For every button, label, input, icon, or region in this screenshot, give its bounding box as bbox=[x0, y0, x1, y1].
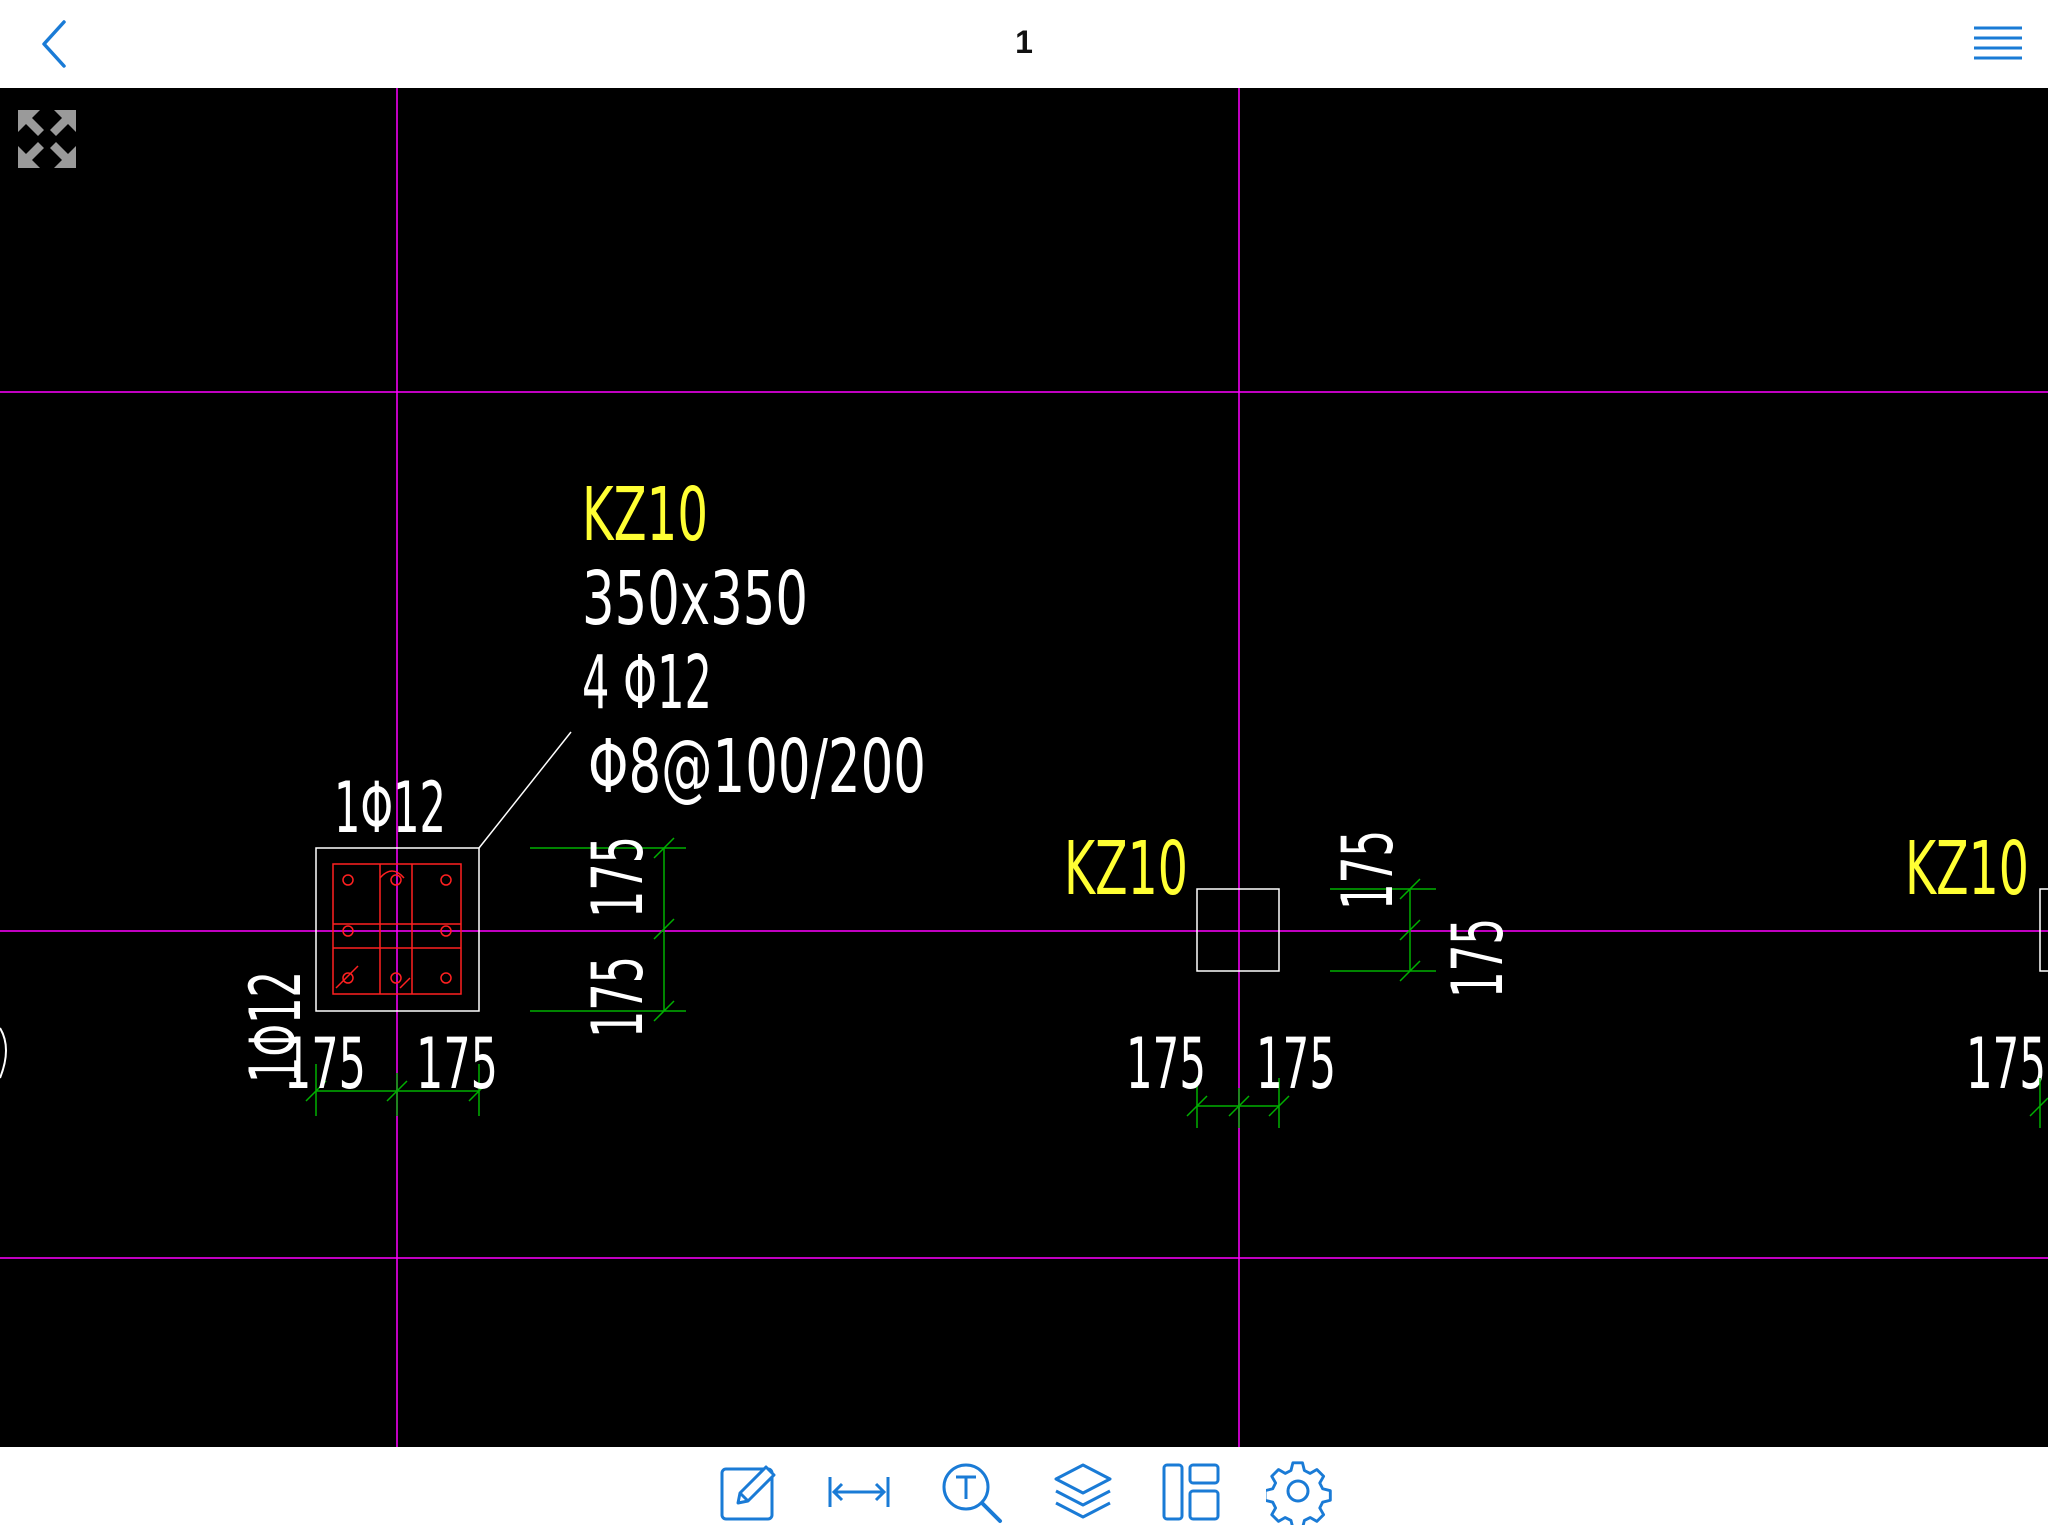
chevron-left-icon bbox=[42, 20, 66, 68]
menu-button[interactable] bbox=[1968, 18, 2028, 70]
dim-h-left: 175 bbox=[284, 1023, 366, 1105]
layers-icon bbox=[1054, 1463, 1112, 1519]
stirrup-spec: Φ8@100/200 bbox=[588, 724, 926, 810]
text-search-icon bbox=[942, 1463, 1002, 1523]
column-2[interactable]: KZ10 175 175 175 175 bbox=[1064, 826, 1519, 1128]
dim-h-right: 175 bbox=[416, 1023, 498, 1105]
layers-button[interactable] bbox=[1050, 1459, 1116, 1525]
dimension-horizontal bbox=[305, 1064, 490, 1116]
gear-icon bbox=[1263, 1461, 1332, 1530]
expand-arrows-icon bbox=[18, 110, 76, 168]
dim-v-top: 175 bbox=[1327, 830, 1409, 910]
column-3[interactable]: KZ10 175 bbox=[1905, 826, 2048, 1128]
offscreen-text-fragment bbox=[0, 1027, 7, 1079]
text-search-button[interactable] bbox=[938, 1459, 1004, 1525]
layout-button[interactable] bbox=[1158, 1459, 1224, 1525]
measure-button[interactable] bbox=[826, 1459, 892, 1525]
column-label: KZ10 bbox=[1905, 826, 2029, 912]
dim-v-bottom: 175 bbox=[577, 956, 659, 1038]
dim-h-left: 175 bbox=[1126, 1023, 1206, 1105]
drawing-canvas[interactable]: KZ10 350x350 4 Φ12 Φ8@100/200 1Φ12 1Φ12 … bbox=[0, 88, 2048, 1447]
dimension-vertical bbox=[530, 837, 686, 1022]
side-rebar-top: 1Φ12 bbox=[334, 767, 446, 849]
dimension-vertical bbox=[1330, 878, 1436, 982]
dimension-horizontal bbox=[1186, 1078, 1290, 1128]
back-button[interactable] bbox=[28, 14, 88, 74]
column-detail-1[interactable]: KZ10 350x350 4 Φ12 Φ8@100/200 1Φ12 1Φ12 … bbox=[235, 472, 926, 1116]
edit-button[interactable] bbox=[716, 1459, 782, 1525]
top-navigation-bar: 1 bbox=[0, 0, 2048, 89]
dim-h-left: 175 bbox=[1966, 1023, 2046, 1105]
dim-h-right: 175 bbox=[1256, 1023, 1336, 1105]
column-label: KZ10 bbox=[582, 472, 708, 558]
hamburger-menu-icon bbox=[1974, 26, 2022, 60]
bottom-toolbar bbox=[0, 1447, 2048, 1536]
fullscreen-button[interactable] bbox=[14, 106, 80, 172]
main-rebar: 4 Φ12 bbox=[582, 640, 712, 726]
axis-grid bbox=[0, 88, 2048, 1447]
dim-v-bottom: 175 bbox=[1437, 918, 1519, 998]
settings-button[interactable] bbox=[1263, 1459, 1332, 1530]
dimension-horizontal bbox=[2029, 1078, 2048, 1128]
edit-icon bbox=[720, 1465, 776, 1521]
page-title: 1 bbox=[1015, 24, 1033, 60]
side-rebar-left: 1Φ12 bbox=[235, 971, 317, 1083]
measure-icon bbox=[828, 1477, 890, 1507]
column-label: KZ10 bbox=[1064, 826, 1188, 912]
dim-v-top: 175 bbox=[577, 836, 659, 918]
layout-icon bbox=[1162, 1463, 1220, 1521]
column-size: 350x350 bbox=[582, 556, 808, 642]
rebar-cage bbox=[332, 863, 462, 995]
cad-drawing[interactable]: KZ10 350x350 4 Φ12 Φ8@100/200 1Φ12 1Φ12 … bbox=[0, 88, 2048, 1447]
